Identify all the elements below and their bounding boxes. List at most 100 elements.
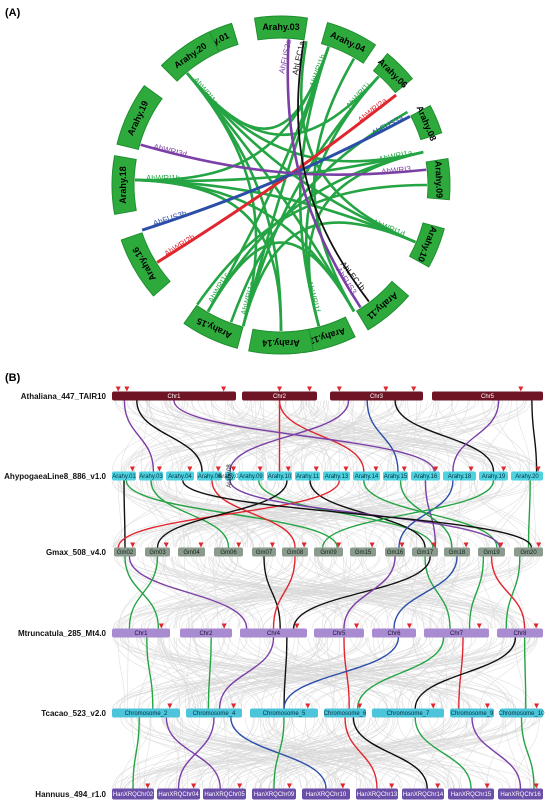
background-link [175, 556, 220, 629]
background-link [139, 637, 401, 709]
wri2-synteny-link [471, 717, 522, 789]
gene-marker [501, 466, 507, 472]
background-link [353, 637, 462, 709]
background-link [343, 556, 349, 629]
background-link [333, 400, 526, 472]
chromosome-bar-gm15: Gm15 [350, 547, 376, 557]
background-link [514, 717, 531, 789]
background-link [268, 717, 340, 789]
background-link [285, 556, 511, 629]
green-link [313, 57, 356, 313]
background-link [167, 480, 253, 548]
chromosome-bar-label: Chr8 [513, 631, 527, 637]
gene-marker [373, 466, 379, 472]
background-link [159, 637, 263, 709]
background-link [161, 556, 293, 629]
background-link [152, 717, 366, 789]
chromosome-bar-hanxrqchr02: HanXRQChr02 [112, 788, 154, 800]
gene-marker [435, 783, 441, 789]
background-link [155, 556, 510, 629]
gene-marker [411, 386, 417, 392]
background-link [362, 556, 464, 629]
chromosome-bar-chromosome-2: Chromosome_2 [112, 708, 180, 718]
background-link [219, 400, 322, 472]
panel-a-label: (A) [5, 7, 21, 19]
background-link [301, 480, 315, 548]
gene-marker [313, 466, 319, 472]
green_link-synteny-link [124, 556, 160, 629]
background-link [234, 637, 532, 709]
chromosome-bar-hanxrqchr10: HanXRQChr10 [302, 788, 350, 800]
gene-marker [305, 703, 311, 709]
wri2-synteny-link [128, 556, 248, 629]
background-link [255, 400, 257, 472]
gene-label-ahwri1a: AhWRI1a [378, 148, 414, 164]
chromosome-bar-label: Chromosome_4 [193, 711, 236, 717]
background-link [373, 637, 397, 709]
background-link [170, 400, 454, 472]
chromosome-bar-label: Arahy.06 [198, 474, 222, 480]
wri1-synteny-link [343, 637, 350, 709]
background-link [410, 480, 417, 548]
background-link [124, 717, 508, 789]
chromosome-bar-gm04: Gm04 [178, 547, 205, 557]
background-link [373, 556, 492, 629]
background-link [370, 556, 471, 629]
gene-marker [389, 783, 395, 789]
chromosome-bar-label: Gm20 [520, 550, 537, 556]
chromosome-bar-label: Arahy.15 [384, 474, 408, 480]
gene-marker [336, 386, 342, 392]
background-link [274, 400, 510, 472]
background-link [468, 480, 537, 548]
background-link [365, 637, 443, 709]
background-link [414, 717, 504, 789]
background-link [427, 556, 514, 629]
background-link [190, 717, 452, 789]
background-link [442, 556, 461, 629]
background-link [158, 637, 399, 709]
background-link [371, 717, 488, 789]
chromosome-bar-chromosome-4: Chromosome_4 [186, 708, 242, 718]
chromosome-arahy-18: Arahy.18 [111, 155, 137, 215]
background-link [144, 717, 200, 789]
species-label-mtruncatula-285-mt4-0: Mtruncatula_285_Mt4.0 [18, 629, 107, 638]
background-link [195, 717, 284, 789]
background-link [132, 717, 312, 789]
chromosome-bar-label: HanXRQChr02 [113, 792, 154, 798]
background-link [279, 637, 299, 709]
background-link [113, 556, 368, 629]
background-link [299, 637, 420, 709]
background-link [183, 480, 217, 548]
chromosome-bar-label: Arahy.03 [139, 474, 163, 480]
background-link [156, 400, 501, 472]
background-link [142, 556, 208, 629]
chromosome-bar-label: HanXRQChr16 [500, 792, 541, 798]
gene-label-ahfus3b: AhFUS3b [152, 209, 188, 228]
chromosome-bar-hanxrqchr14: HanXRQChr14 [402, 788, 444, 800]
chromosome-bar-hanxrqchr16: HanXRQChr16 [498, 788, 543, 800]
gene-marker [369, 542, 375, 548]
background-link [464, 717, 538, 789]
background-link [170, 556, 224, 629]
background-link [393, 400, 440, 472]
chromosome-bar-label: Chr5 [481, 394, 495, 400]
background-link [249, 637, 508, 709]
background-link [259, 717, 354, 789]
background-link [162, 637, 229, 709]
fus3-synteny-link [283, 637, 400, 709]
chromosome-bar-label: Arahy.04 [168, 474, 192, 480]
gene-marker [431, 542, 437, 548]
background-link [261, 637, 295, 709]
background-link [149, 400, 174, 472]
background-link [113, 480, 310, 548]
background-link [160, 637, 303, 709]
background-link [147, 637, 421, 709]
chromosome-bar-label: Chromosome_6 [324, 711, 367, 717]
background-link [159, 637, 242, 709]
background-link [114, 400, 268, 472]
gene-marker [269, 542, 275, 548]
background-link [174, 717, 324, 789]
chromosome-bar-label: Gm09 [320, 550, 337, 556]
background-link [148, 400, 204, 472]
background-link [175, 717, 447, 789]
